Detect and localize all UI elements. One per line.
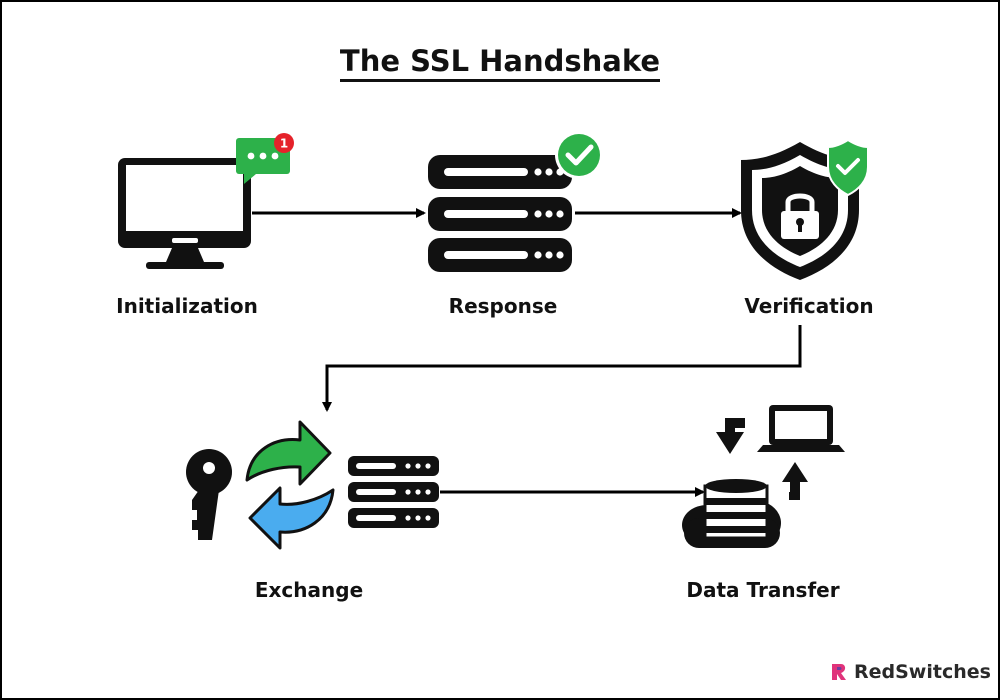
arrow-down-icon	[716, 418, 745, 454]
notification-badge-count: 1	[280, 137, 288, 151]
monitor-icon	[118, 158, 251, 269]
server-stack-small-icon	[348, 456, 439, 528]
key-icon	[186, 449, 232, 540]
check-circle-icon	[555, 131, 603, 179]
arrow-up-icon	[782, 462, 808, 500]
server-stack-icon	[428, 155, 572, 272]
step-label-verification: Verification	[744, 294, 874, 318]
connector-verification-to-exchange	[322, 325, 802, 412]
brand-mark-icon	[832, 664, 846, 680]
swap-arrows-icon	[245, 420, 335, 550]
diagram-title: The SSL Handshake	[0, 44, 1000, 82]
flow-connectors	[252, 208, 802, 497]
brand-name: RedSwitches	[854, 661, 991, 683]
step-label-exchange: Exchange	[254, 578, 364, 602]
brand-logo: RedSwitches	[830, 661, 991, 683]
step-label-initialization: Initialization	[116, 294, 258, 318]
step-label-data-transfer: Data Transfer	[686, 578, 840, 602]
shield-lock-icon	[741, 142, 859, 280]
shield-check-icon	[827, 138, 869, 197]
laptop-icon	[757, 405, 845, 452]
notification-badge-icon: 1	[274, 133, 294, 153]
database-cloud-icon	[682, 479, 781, 548]
step-label-response: Response	[448, 294, 558, 318]
